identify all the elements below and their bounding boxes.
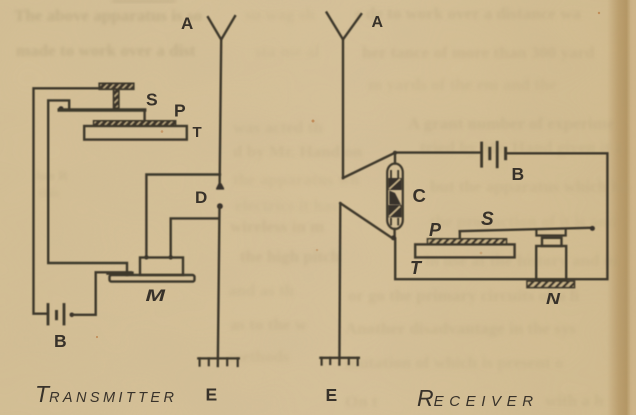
svg-text:N: N: [546, 291, 561, 308]
svg-text:Another disadvantage in the sy: Another disadvantage in the sys: [345, 319, 576, 338]
svg-text:made to work over a dist: made to work over a dist: [16, 41, 196, 60]
svg-text:and as th: and as th: [228, 281, 295, 300]
svg-text:was acted th: was acted th: [233, 118, 323, 137]
svg-text:electrics it has: electrics it has: [235, 196, 338, 215]
svg-text:as to the w: as to the w: [230, 315, 308, 334]
svg-text:B: B: [54, 331, 67, 351]
svg-text:P: P: [429, 220, 442, 240]
svg-text:M: M: [146, 286, 167, 305]
svg-text:the high pitch: the high pitch: [240, 247, 341, 266]
svg-text:The above apparatus is so: The above apparatus is so: [14, 6, 202, 25]
svg-text:A: A: [181, 14, 193, 33]
svg-text:with a h: with a h: [545, 391, 604, 410]
svg-text:C: C: [413, 185, 426, 206]
svg-text:B: B: [512, 164, 525, 184]
svg-text:wireless in m: wireless in m: [230, 217, 324, 236]
svg-text:T: T: [193, 124, 202, 141]
svg-text:the production of it is and: the production of it is and: [430, 212, 618, 231]
svg-text:s de to work over a distance w: s de to work over a distance wa: [355, 4, 581, 23]
svg-text:P: P: [174, 101, 186, 121]
svg-text:su wag sh: su wag sh: [245, 5, 315, 24]
svg-text:lon R: lon R: [36, 169, 69, 184]
svg-text:but the apparatus which ha: but the apparatus which ha: [430, 177, 630, 196]
svg-text:or go the primary circuits of: or go the primary circuits of a li: [348, 286, 579, 305]
svg-text:d by Mr. Hand on: d by Mr. Hand on: [233, 142, 363, 161]
svg-text:her tance of more than 300 yar: her tance of more than 300 yard: [362, 43, 595, 62]
svg-text:E: E: [326, 385, 338, 405]
svg-text:E: E: [206, 385, 218, 405]
svg-text:in use at the history and m: in use at the history and m: [425, 251, 618, 270]
svg-text:A: A: [372, 14, 384, 31]
svg-text:S: S: [146, 90, 158, 110]
svg-text:the apparatus wh: the apparatus wh: [233, 170, 360, 189]
svg-text:T: T: [410, 258, 423, 278]
svg-text:On t: On t: [345, 392, 378, 411]
svg-text:sta me al: sta me al: [255, 42, 319, 61]
svg-text:S: S: [481, 209, 494, 230]
svg-text:D: D: [195, 188, 207, 207]
svg-text:methods: methods: [228, 347, 290, 366]
svg-text:m yards of the em and the: m yards of the em and the: [368, 75, 557, 94]
svg-text:mutation of which is present o: mutation of which is present o: [345, 353, 563, 372]
svg-text:A grant number of experime: A grant number of experime: [408, 114, 615, 133]
